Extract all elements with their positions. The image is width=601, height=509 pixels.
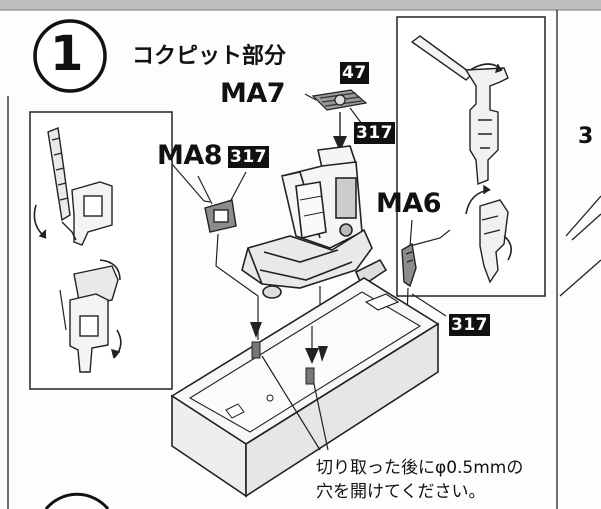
- ma8-part-icon: [204, 199, 237, 233]
- next-step-circle-icon: [44, 492, 110, 509]
- tag317-right-leader: [411, 293, 447, 317]
- part-label-3-fragment: 3: [578, 124, 593, 149]
- drill-callout-right-line: [313, 383, 329, 451]
- part-number-317-left: 317: [228, 146, 269, 168]
- part-label-ma6: MA6: [376, 188, 442, 219]
- part-number-47: 47: [340, 62, 369, 84]
- adjacent-panel-fragment-icon: [559, 195, 601, 297]
- right-inset-box: [396, 16, 546, 297]
- step-title: コクピット部分: [132, 44, 287, 69]
- right-inset-leader: [409, 229, 451, 247]
- ejection-seat-icon: [241, 145, 388, 299]
- tub-arrow-right-icon: [318, 346, 328, 362]
- step-circle-icon: [33, 19, 107, 93]
- decal-plate-47-icon: [311, 89, 368, 111]
- tag317-top-leader: [349, 107, 363, 125]
- top-band: [0, 0, 601, 10]
- left-inset-leader: [171, 163, 211, 203]
- ma7-leader: [304, 93, 317, 101]
- tag317-left-leader: [229, 171, 247, 203]
- ma6-leader: [409, 219, 413, 247]
- drill-callout-left-line: [261, 355, 321, 451]
- tub-arrow-center-icon: [305, 326, 319, 364]
- tub-arrow-left-icon: [250, 322, 262, 338]
- lever-part-upper-icon: [410, 35, 509, 186]
- plate-arrow-icon: [333, 112, 347, 152]
- ma8-to-tub-line: [215, 233, 259, 340]
- lever-part-lower-icon: [465, 184, 512, 284]
- bracket-part-a-icon: [33, 127, 113, 246]
- part-label-ma7: MA7: [220, 78, 286, 109]
- ma8-leader: [197, 175, 213, 205]
- drill-instruction-line-1: 切り取った後にφ0.5mmの: [316, 458, 524, 478]
- step-number: 1: [50, 26, 84, 82]
- bracket-part-b-icon: [59, 259, 122, 373]
- part-number-317-right: 317: [449, 314, 490, 336]
- part-number-317-top: 317: [354, 122, 395, 144]
- drill-instruction-line-2: 穴を開けてください。: [316, 482, 486, 502]
- part-label-ma8: MA8: [157, 140, 223, 171]
- cockpit-tub-icon: [170, 277, 440, 498]
